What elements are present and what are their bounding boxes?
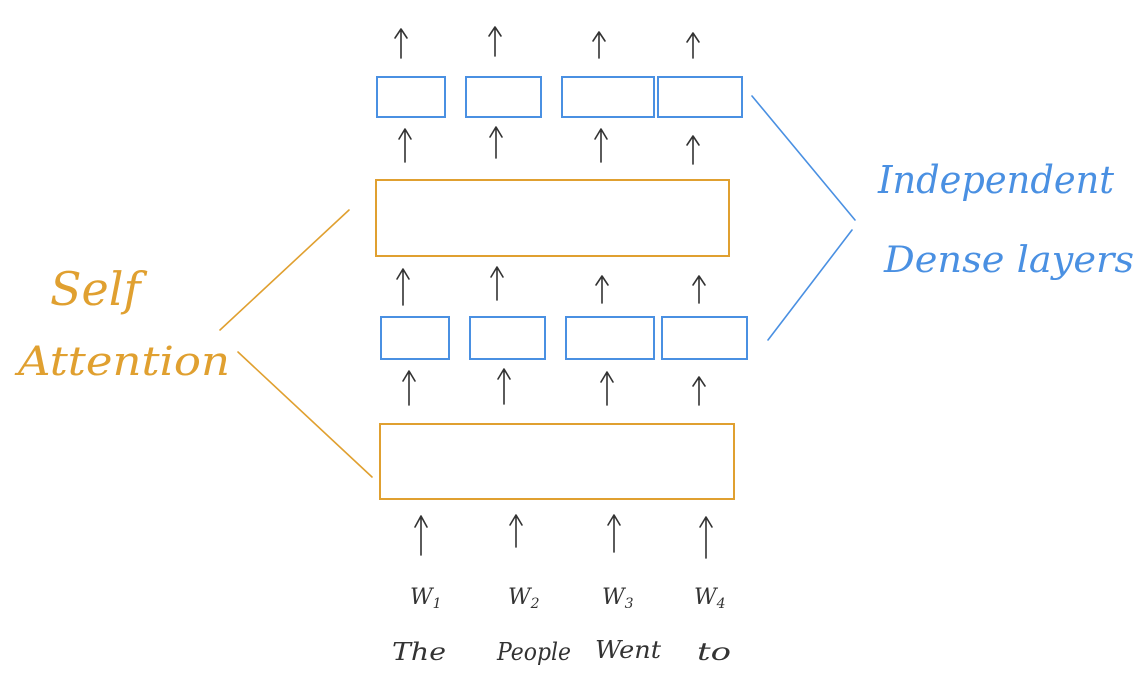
dense-layers-bracket bbox=[751, 95, 856, 341]
dense-box bbox=[465, 76, 542, 118]
up-arrow-icon bbox=[398, 128, 412, 163]
dense-layer-middle bbox=[380, 316, 748, 360]
self-attention-block-lower bbox=[379, 423, 735, 500]
token-symbol: W4 bbox=[694, 585, 726, 612]
dense-box bbox=[657, 76, 743, 118]
token-word: The bbox=[392, 638, 446, 666]
up-arrow-icon bbox=[488, 26, 502, 57]
up-arrow-icon bbox=[594, 128, 608, 163]
dense-box bbox=[661, 316, 748, 360]
self-attention-label-line2: Attention bbox=[14, 339, 230, 385]
token-symbol: W3 bbox=[602, 585, 634, 612]
up-arrow-icon bbox=[686, 135, 700, 165]
up-arrow-icon bbox=[607, 514, 621, 553]
up-arrow-icon bbox=[402, 370, 416, 406]
self-attention-block-upper bbox=[375, 179, 730, 257]
token-word: to bbox=[697, 638, 731, 666]
self-attention-label-line1: Self bbox=[50, 262, 147, 316]
independent-label-line1: Independent bbox=[877, 158, 1115, 202]
independent-label-line2: Dense layers bbox=[883, 240, 1134, 281]
up-arrow-icon bbox=[686, 32, 700, 59]
self-attention-bracket bbox=[219, 209, 373, 478]
token-symbol: W2 bbox=[508, 585, 540, 612]
up-arrow-icon bbox=[692, 275, 706, 304]
up-arrow-icon bbox=[396, 268, 410, 306]
bracket-line-upper bbox=[751, 95, 856, 221]
dense-box bbox=[376, 76, 446, 118]
up-arrow-icon bbox=[692, 376, 706, 406]
token-symbol: W1 bbox=[410, 585, 442, 612]
up-arrow-icon bbox=[394, 28, 408, 59]
bracket-line-upper bbox=[219, 209, 350, 331]
dense-box bbox=[469, 316, 546, 360]
bracket-line-lower bbox=[237, 351, 373, 478]
dense-box bbox=[380, 316, 450, 360]
token-labels: W1 W2 W3 W4 The People Went to bbox=[392, 585, 731, 666]
bracket-line-lower bbox=[767, 229, 853, 341]
up-arrow-icon bbox=[490, 266, 504, 301]
up-arrow-icon bbox=[595, 275, 609, 304]
up-arrow-icon bbox=[414, 515, 428, 556]
dense-box bbox=[561, 76, 655, 118]
up-arrow-icon bbox=[699, 516, 713, 559]
dense-layer-top bbox=[376, 76, 743, 118]
up-arrow-icon bbox=[600, 371, 614, 406]
up-arrow-icon bbox=[489, 126, 503, 159]
up-arrow-icon bbox=[592, 31, 606, 59]
up-arrow-icon bbox=[497, 368, 511, 405]
token-word: People bbox=[496, 638, 571, 666]
token-word: Went bbox=[595, 636, 661, 664]
dense-box bbox=[565, 316, 655, 360]
up-arrow-icon bbox=[509, 514, 523, 548]
arrows bbox=[394, 26, 713, 559]
